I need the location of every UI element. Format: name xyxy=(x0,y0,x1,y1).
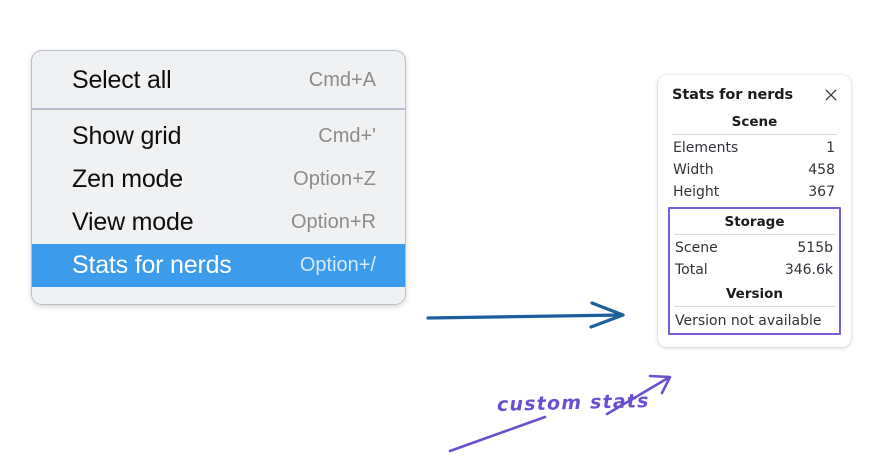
menu-item-label: View mode xyxy=(72,208,194,236)
stat-value: 515b xyxy=(797,240,833,256)
purple-arrow-to-box xyxy=(605,374,672,416)
section-divider xyxy=(674,234,835,235)
menu-item-zen-mode[interactable]: Zen mode Option+Z xyxy=(32,158,405,201)
stat-row: Scene 515b xyxy=(670,237,839,259)
menu-item-shortcut: Option+R xyxy=(290,211,376,233)
menu-group-1: Select all Cmd+A xyxy=(32,54,405,108)
section-heading: Storage xyxy=(724,214,785,230)
section-heading: Version xyxy=(725,286,784,302)
section-heading: Scene xyxy=(731,114,778,130)
stat-row: Height 367 xyxy=(668,181,841,203)
stats-section-storage: Storage Scene 515b Total 346.6k xyxy=(670,209,839,281)
stat-value: 367 xyxy=(808,184,835,200)
menu-item-shortcut: Cmd+' xyxy=(318,125,376,147)
menu-item-label: Stats for nerds xyxy=(72,251,232,279)
custom-stats-highlight-box: Storage Scene 515b Total 346.6k Version … xyxy=(668,207,841,335)
stats-panel-header: Stats for nerds xyxy=(668,85,841,109)
menu-item-select-all[interactable]: Select all Cmd+A xyxy=(32,59,405,102)
menu-item-show-grid[interactable]: Show grid Cmd+' xyxy=(32,115,405,158)
blue-arrow xyxy=(426,301,625,329)
menu-group-2: Show grid Cmd+' Zen mode Option+Z View m… xyxy=(32,110,405,293)
stat-row: Elements 1 xyxy=(668,137,841,159)
stats-section-scene: Scene Elements 1 Width 458 Height 367 xyxy=(668,109,841,203)
menu-separator xyxy=(32,108,405,110)
stat-key: Elements xyxy=(673,140,739,156)
custom-stats-annotation-label: custom stats xyxy=(496,390,650,416)
menu-item-stats-for-nerds[interactable]: Stats for nerds Option+/ xyxy=(32,244,405,287)
stat-key: Width xyxy=(673,162,714,178)
stats-panel-title: Stats for nerds xyxy=(672,87,794,103)
stat-key: Height xyxy=(673,184,720,200)
menu-item-label: Show grid xyxy=(72,122,182,150)
stat-value: 346.6k xyxy=(784,262,833,278)
menu-item-label: Zen mode xyxy=(72,165,183,193)
stat-value: 458 xyxy=(808,162,835,178)
menu-item-shortcut: Cmd+A xyxy=(308,69,376,91)
stats-section-version: Version Version not available xyxy=(670,281,839,331)
menu-item-shortcut: Option+Z xyxy=(293,168,376,190)
menu-item-shortcut: Option+/ xyxy=(299,254,376,276)
stat-key: Scene xyxy=(675,240,718,256)
section-divider xyxy=(674,306,835,307)
purple-underline-stroke xyxy=(448,415,547,453)
stats-for-nerds-panel: Stats for nerds Scene Elements 1 Width 4… xyxy=(658,75,851,347)
stat-row: Total 346.6k xyxy=(670,259,839,281)
section-divider xyxy=(672,134,837,135)
version-value: Version not available xyxy=(675,313,822,329)
stat-key: Total xyxy=(675,262,708,278)
stat-row: Width 458 xyxy=(668,159,841,181)
stat-value: 1 xyxy=(826,140,835,156)
context-menu: Select all Cmd+A Show grid Cmd+' Zen mod… xyxy=(31,50,406,305)
menu-item-label: Select all xyxy=(72,66,172,94)
close-icon[interactable] xyxy=(823,87,839,103)
menu-item-view-mode[interactable]: View mode Option+R xyxy=(32,201,405,244)
